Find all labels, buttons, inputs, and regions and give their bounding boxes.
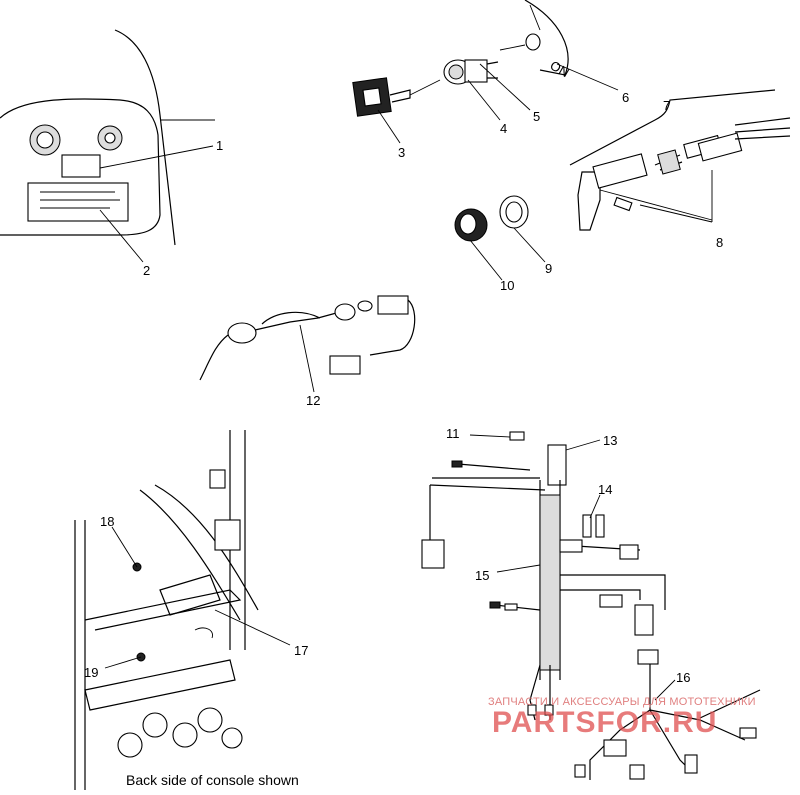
callout-11: 11 [446,426,460,441]
callout-4: 4 [500,121,507,136]
watermark-tagline: ЗАПЧАСТИ И АКСЕССУАРЫ ДЛЯ МОТОТЕХНИКИ [488,696,756,708]
callout-18: 18 [100,514,114,529]
callout-13: 13 [603,433,617,448]
callout-16: 16 [676,670,690,685]
nut-ring [454,208,488,242]
callout-6: 6 [622,90,629,105]
callout-8: 8 [716,235,723,250]
callout-17: 17 [294,643,308,658]
callout-numbers: 1 2 3 4 5 6 7 8 9 10 11 12 13 14 15 16 1… [84,90,723,685]
callout-1: 1 [216,138,223,153]
callout-19: 19 [84,665,98,680]
callout-5: 5 [533,109,540,124]
caption: Back side of console shown [126,772,299,788]
tether-switch [199,295,416,381]
watermark-logo: PARTSFOR.RU [492,706,718,739]
console-panel [0,29,215,246]
wire-harness [421,431,666,721]
callout-9: 9 [545,261,552,276]
console-back-panel [74,430,259,790]
sub-harness [574,649,761,780]
callout-12: 12 [306,393,320,408]
callout-3: 3 [398,145,405,160]
callout-7: 7 [663,98,670,113]
callout-10: 10 [500,278,514,293]
callout-15: 15 [475,568,489,583]
callout-2: 2 [143,263,150,278]
callout-14: 14 [598,482,612,497]
leader-lines [99,63,676,701]
washer [499,195,529,229]
on-off-decal: ON [499,0,572,80]
ignition-switch [409,59,499,96]
switch-assembly [569,89,791,231]
key [352,77,411,117]
